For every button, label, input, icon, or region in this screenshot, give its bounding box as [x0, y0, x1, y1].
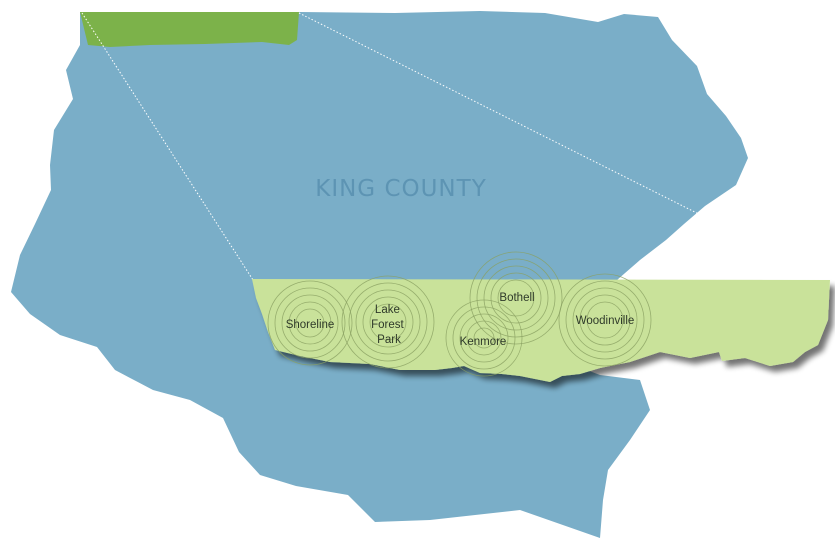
- ring: [473, 327, 495, 349]
- ring: [267, 280, 353, 366]
- rings-lake-forest-park: [341, 275, 435, 369]
- ring: [483, 265, 549, 331]
- city-label-bothell: Bothell: [499, 292, 534, 304]
- ring: [452, 306, 516, 370]
- ring: [274, 287, 346, 359]
- highlight-region: [80, 12, 299, 47]
- ring: [369, 303, 407, 341]
- ring: [281, 294, 339, 352]
- ring: [490, 272, 542, 324]
- ring: [288, 301, 332, 345]
- inset-region: [252, 251, 830, 382]
- ring: [362, 296, 414, 348]
- ring: [558, 273, 652, 367]
- ring: [476, 258, 556, 338]
- city-label-shoreline: Shoreline: [286, 319, 335, 331]
- rings-bothell: [469, 251, 563, 345]
- zoom-connector-lines: [81, 12, 831, 281]
- city-labels: Shoreline Lake Forest Park Kenmore Bothe…: [286, 292, 635, 348]
- ring: [295, 308, 325, 338]
- county-label: KING COUNTY: [315, 176, 487, 202]
- city-label-lake-forest-park: Lake Forest Park: [371, 304, 407, 346]
- rings-woodinville: [558, 273, 652, 367]
- ring: [586, 301, 624, 339]
- ring: [348, 282, 428, 362]
- king-county-shape: [11, 11, 748, 538]
- rings-shoreline: [267, 280, 353, 366]
- ring: [565, 280, 645, 360]
- city-rings: [267, 251, 652, 377]
- ring: [497, 279, 535, 317]
- ring: [466, 320, 502, 356]
- city-label-woodinville: Woodinville: [576, 315, 635, 327]
- city-label-kenmore: Kenmore: [460, 336, 507, 348]
- ring: [341, 275, 435, 369]
- ring: [572, 287, 638, 353]
- ring: [459, 313, 509, 363]
- ring: [469, 251, 563, 345]
- ring: [355, 289, 421, 355]
- ring: [579, 294, 631, 346]
